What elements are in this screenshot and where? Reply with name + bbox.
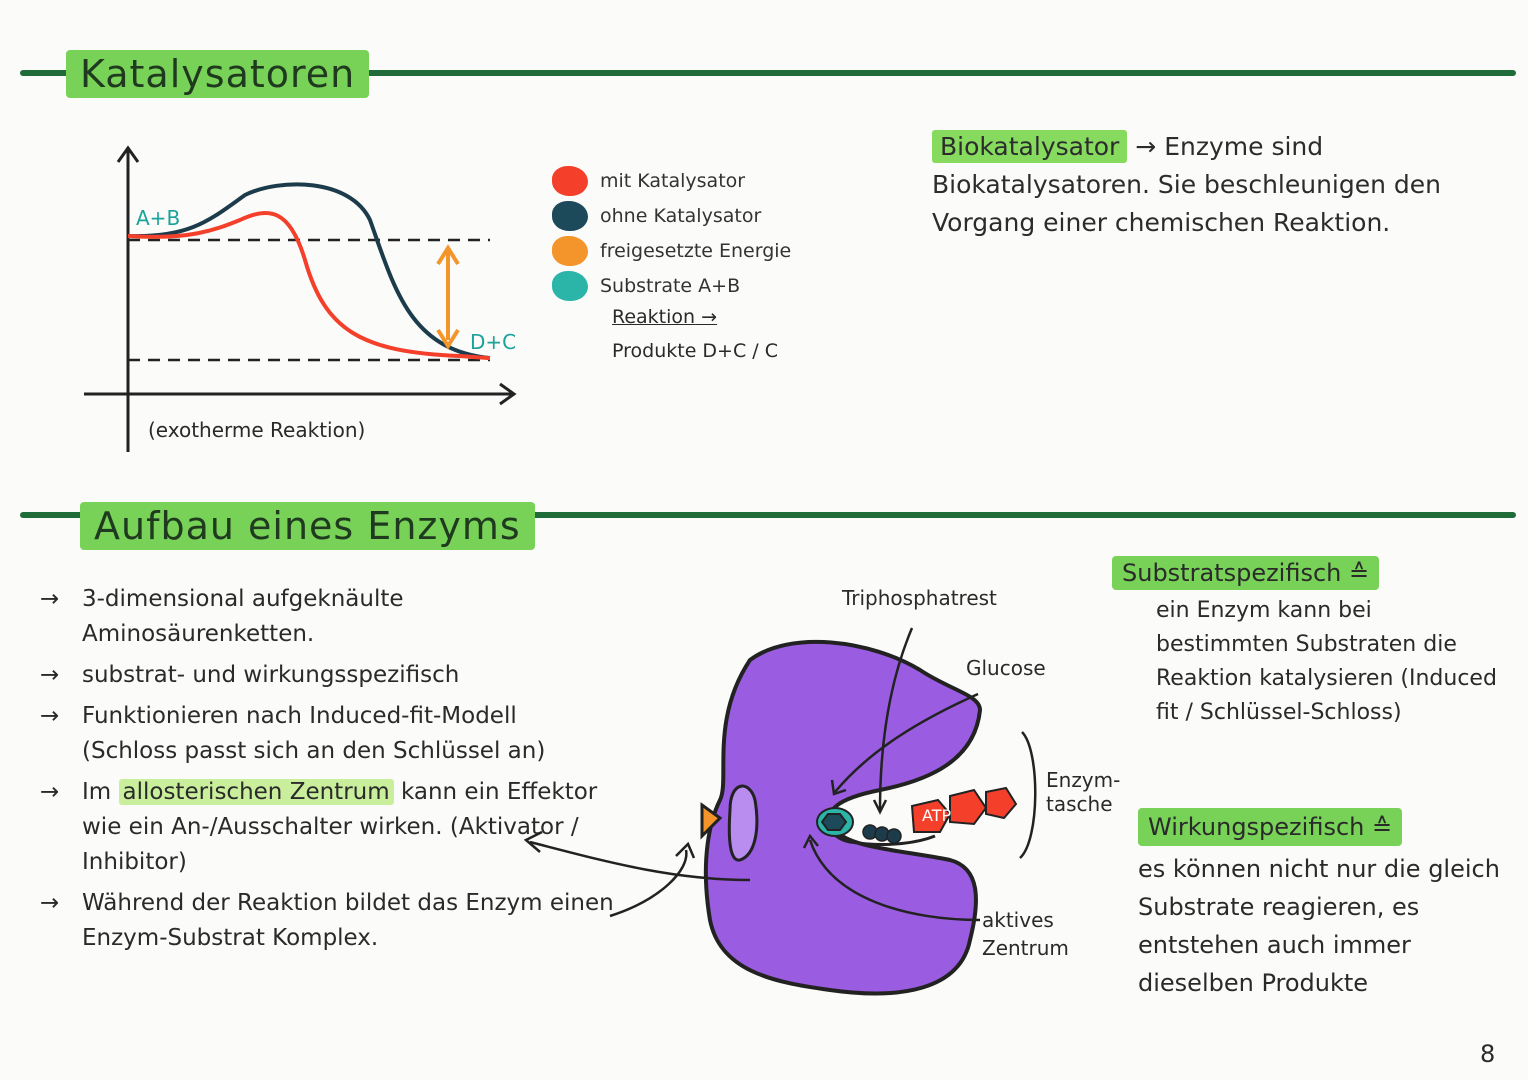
energy-diagram [84, 145, 517, 452]
legend-item-ohne-katalysator: ohne Katalysator [552, 201, 761, 231]
biokatalysator-definition: Biokatalysator → Enzyme sind Biokatalysa… [932, 128, 1507, 242]
graph-caption: (exotherme Reaktion) [148, 418, 366, 442]
enzyme-properties-list: → 3-dimensional aufgeknäulte Aminosäuren… [40, 582, 640, 962]
list-item: → Im allosterischen Zentrum kann ein Eff… [40, 779, 598, 875]
side-text: ein Enzym kann bei bestimmten Substraten… [1156, 598, 1497, 725]
red-color-swatch [552, 166, 588, 196]
list-item: → 3-dimensional aufgeknäulte Aminosäuren… [40, 586, 404, 647]
orange-color-swatch [552, 236, 588, 266]
label-atp: ATP [922, 806, 952, 825]
allosteric-arrow [523, 830, 751, 918]
label-aktives-zentrum: aktives Zentrum [982, 908, 1069, 960]
label-triphosphatrest: Triphosphatrest [842, 586, 997, 610]
legend-item-mit-katalysator: mit Katalysator [552, 166, 745, 196]
legend-reaktion: Reaktion → [612, 306, 718, 328]
list-item: → substrat- und wirkungsspezifisch [40, 662, 460, 688]
heading-katalysatoren: Katalysatoren [66, 50, 370, 98]
enzyme-diagram [700, 627, 1037, 996]
highlight-allosterisch: allosterischen Zentrum [118, 779, 394, 805]
label-glucose: Glucose [966, 656, 1046, 680]
definition-wirkungspezifisch: Wirkungspezifisch ≙ es können nicht nur … [1138, 808, 1508, 1002]
label-start-substrates: A+B [136, 206, 181, 230]
list-item: → Funktionieren nach Induced-fit-Modell … [40, 703, 546, 764]
teal-color-swatch [552, 271, 588, 301]
term-biokatalysator: Biokatalysator [932, 130, 1128, 163]
side-text: es können nicht nur die gleich Substrate… [1138, 855, 1500, 997]
label-end-products: D+C [470, 330, 517, 354]
legend-item-substrate: Substrate A+B [552, 271, 740, 301]
side-heading: Wirkungspezifisch ≙ [1138, 808, 1403, 846]
legend-item-freigesetzte-energie: freigesetzte Energie [552, 236, 791, 266]
label-enzymtasche: Enzym-tasche [1046, 768, 1121, 816]
section-divider-middle [20, 512, 1516, 518]
list-item: → Während der Reaktion bildet das Enzym … [40, 890, 614, 951]
legend-produkte: Produkte D+C / C [612, 340, 778, 362]
term-arrow: → Enzyme [1135, 132, 1264, 161]
side-heading: Substratspezifisch ≙ [1112, 556, 1380, 590]
page-number: 8 [1480, 1040, 1496, 1068]
definition-text: sind Biokatalysatoren. Sie beschleunigen… [932, 132, 1442, 237]
definition-substratspezifisch: Substratspezifisch ≙ ein Enzym kann bei … [1112, 556, 1508, 730]
heading-aufbau-enzym: Aufbau eines Enzyms [80, 502, 535, 550]
section-divider-top [20, 70, 1516, 76]
allosteric-effector [700, 802, 723, 840]
dark-teal-color-swatch [552, 201, 588, 231]
